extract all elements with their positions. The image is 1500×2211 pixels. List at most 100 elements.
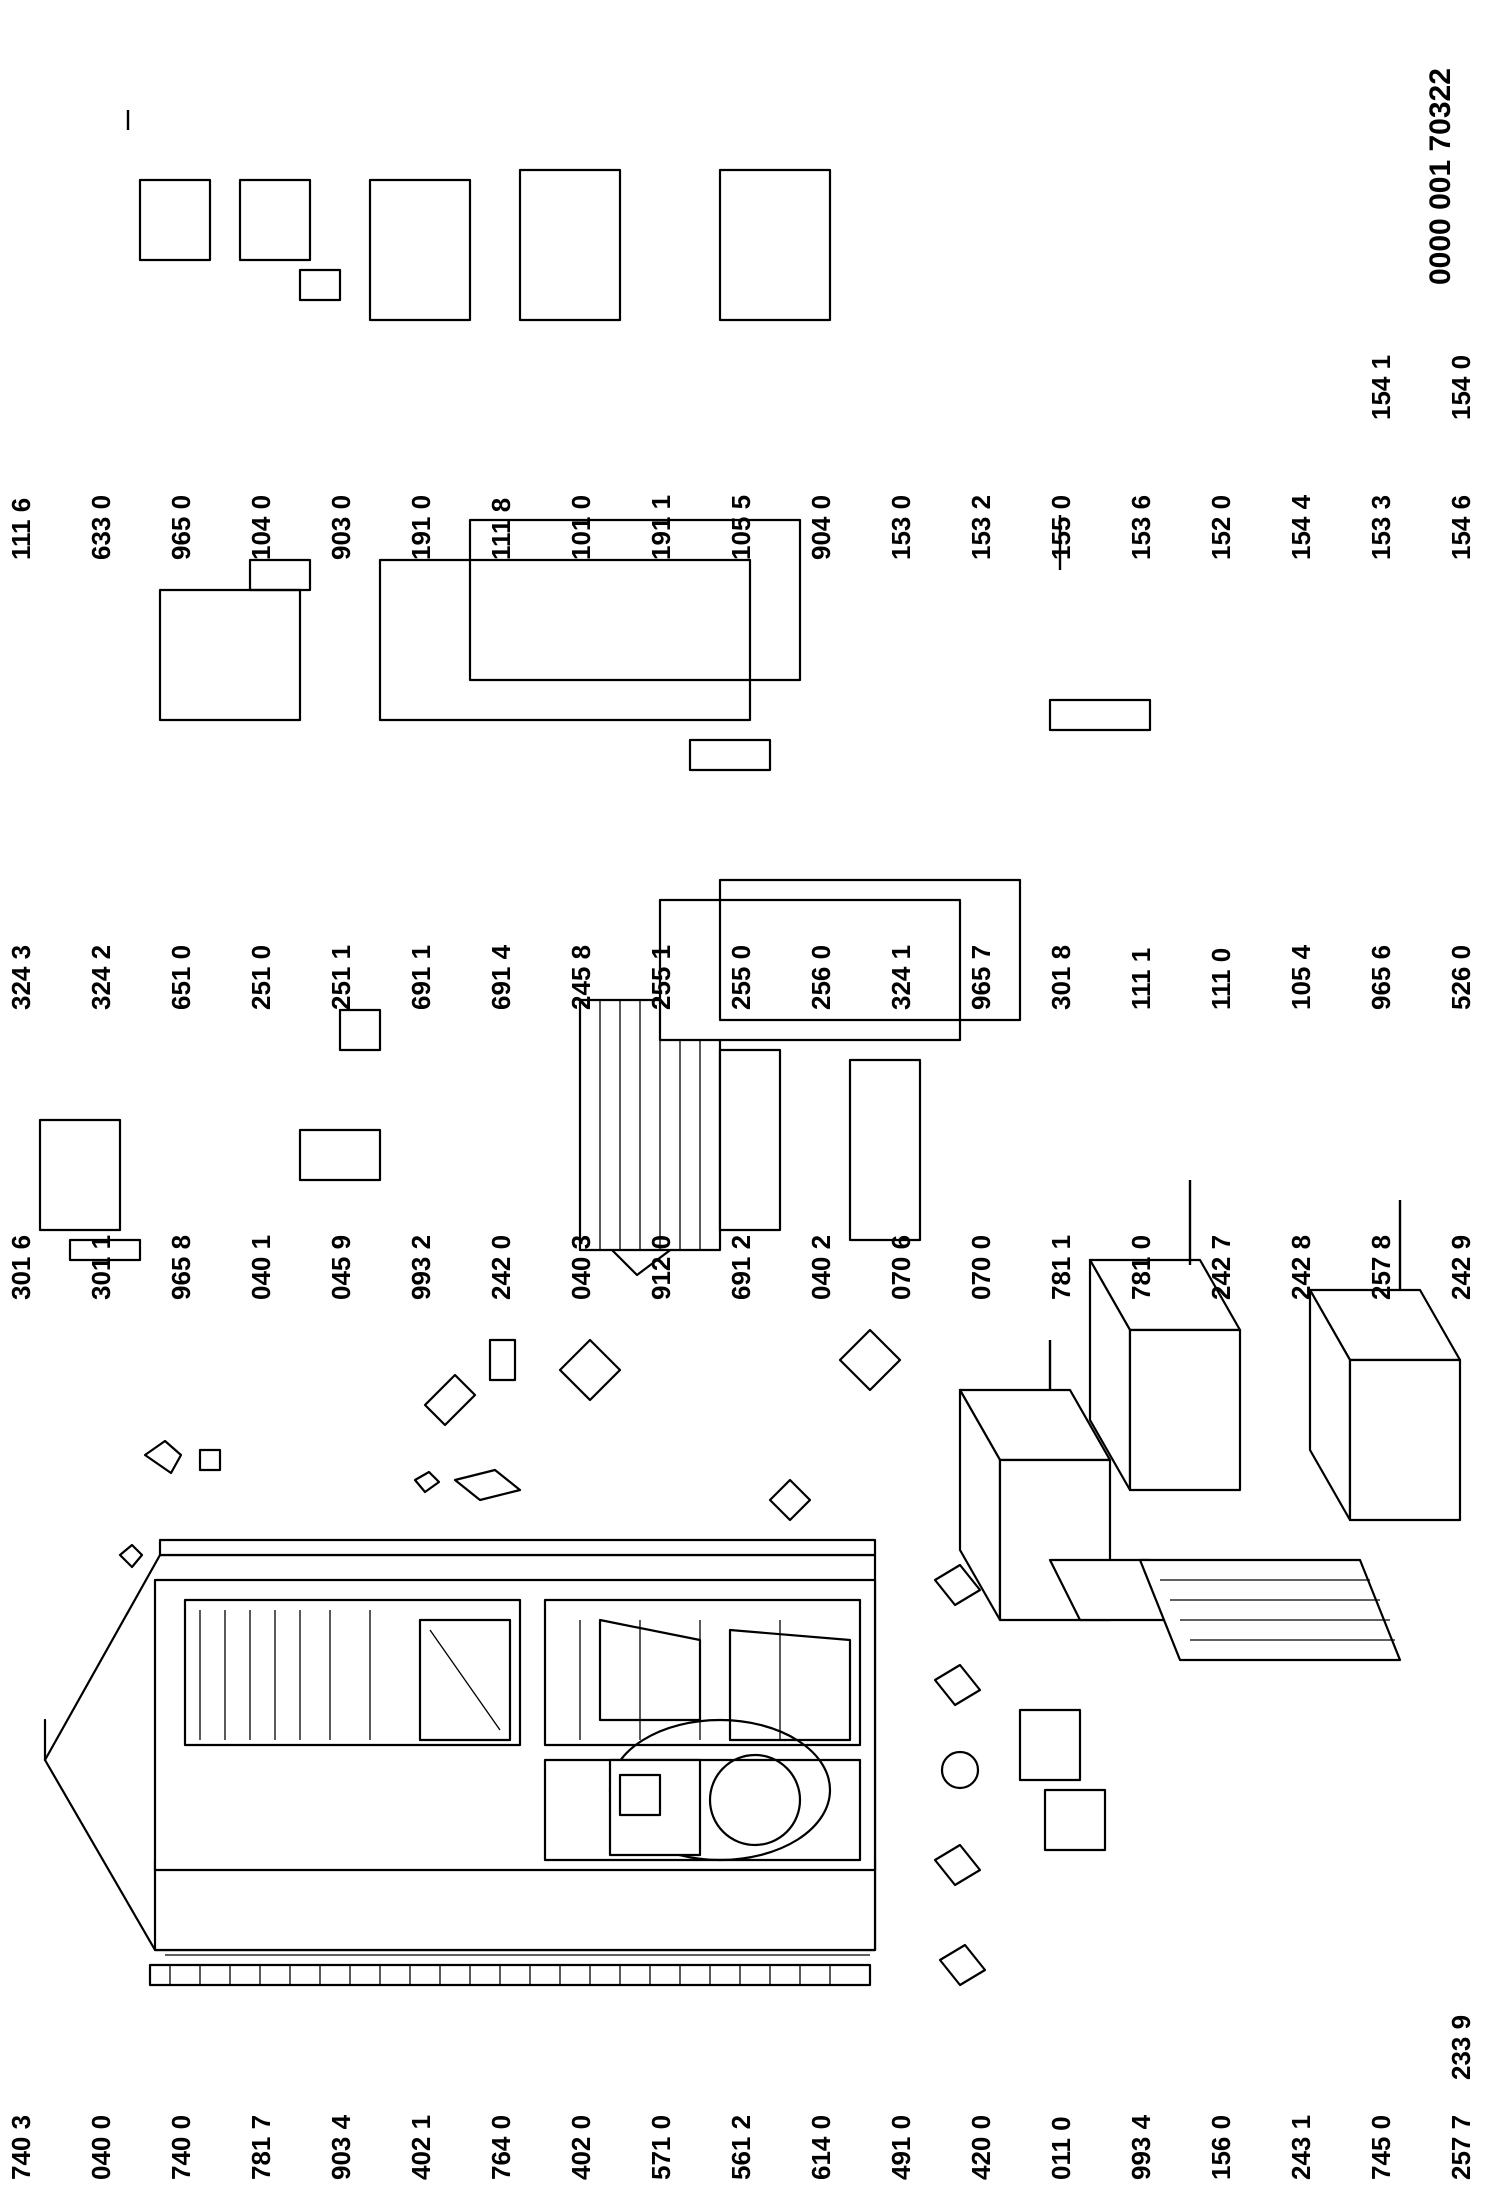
label-1530: 153 0 — [886, 495, 916, 560]
label-1055: 105 5 — [726, 495, 756, 560]
label-2550: 255 0 — [726, 945, 756, 1010]
label-6911: 691 1 — [406, 945, 436, 1010]
label-2577: 257 7 — [1446, 2115, 1476, 2180]
label-0403: 040 3 — [566, 1235, 596, 1300]
label-9656: 965 6 — [1366, 945, 1396, 1010]
accessory-parts-bottom — [933, 1563, 1107, 1987]
roller-icon — [838, 1328, 902, 1392]
label-2428: 242 8 — [1286, 1235, 1316, 1300]
label-1541: 154 1 — [1366, 355, 1396, 420]
leader-lines — [126, 110, 1402, 1390]
label-7450: 745 0 — [1366, 2115, 1396, 2180]
label-1911: 191 1 — [646, 495, 676, 560]
label-5710: 571 0 — [646, 2115, 676, 2180]
label-3243: 324 3 — [6, 945, 36, 1010]
hinge-icon — [143, 1439, 183, 1475]
label-9120: 912 0 — [646, 1235, 676, 1300]
label-4910: 491 0 — [886, 2115, 916, 2180]
label-1536: 153 6 — [1126, 495, 1156, 560]
label-1116: 111 6 — [6, 498, 36, 560]
document-number: 0000 001 70322 — [1424, 68, 1457, 285]
label-0401: 040 1 — [246, 1235, 276, 1300]
label-7811: 781 1 — [1046, 1235, 1076, 1300]
label-6330: 633 0 — [86, 495, 116, 560]
label-9934: 993 4 — [1126, 2114, 1156, 2180]
label-0700: 070 0 — [966, 1235, 996, 1300]
label-9657: 965 7 — [966, 945, 996, 1010]
label-9040: 904 0 — [806, 495, 836, 560]
label-1118: 111 8 — [486, 498, 516, 560]
bracket-right-icon — [768, 1478, 812, 1522]
label-0400: 040 0 — [86, 2115, 116, 2180]
label-5612: 561 2 — [726, 2115, 756, 2180]
door-bins — [138, 168, 832, 322]
label-7640: 764 0 — [486, 2115, 516, 2180]
label-6912: 691 2 — [726, 1235, 756, 1300]
label-5260: 526 0 — [1446, 945, 1476, 1010]
label-7817: 781 7 — [246, 2115, 276, 2180]
cabinet-body — [43, 1538, 877, 1987]
label-9658: 965 8 — [166, 1235, 196, 1300]
hinge-pin-icon — [453, 1468, 522, 1502]
component-icon-2 — [933, 1663, 982, 1707]
label-7810: 781 0 — [1126, 1235, 1156, 1300]
label-9932: 993 2 — [406, 1235, 436, 1300]
part-labels: 740 3 040 0 740 0 781 7 903 4 402 1 764 … — [6, 68, 1476, 2180]
label-1540: 154 0 — [1446, 355, 1476, 420]
label-0402: 040 2 — [806, 1235, 836, 1300]
cover-plate-icon — [558, 1338, 622, 1402]
label-0706: 070 6 — [886, 1235, 916, 1300]
label-1010: 101 0 — [566, 495, 596, 560]
egg-tray-icon — [1043, 1788, 1107, 1852]
label-9030: 903 0 — [326, 495, 356, 560]
label-2458: 245 8 — [566, 945, 596, 1010]
label-3011: 301 1 — [86, 1235, 116, 1300]
label-1550: 155 0 — [1046, 495, 1076, 560]
crisper-drawers — [958, 1258, 1462, 1662]
label-0459: 045 9 — [326, 1235, 356, 1300]
label-6140: 614 0 — [806, 2115, 836, 2180]
label-2511: 251 1 — [326, 945, 356, 1010]
label-9034: 903 4 — [326, 2114, 356, 2180]
label-3018: 301 8 — [1046, 945, 1076, 1010]
component-icon-1 — [933, 1563, 982, 1607]
label-1111: 111 1 — [1126, 948, 1156, 1010]
label-3016: 301 6 — [6, 1235, 36, 1300]
label-4021: 402 1 — [406, 2115, 436, 2180]
label-1054: 105 4 — [1286, 944, 1316, 1010]
label-9650: 965 0 — [166, 495, 196, 560]
label-1533: 153 3 — [1366, 495, 1396, 560]
label-2510: 251 0 — [246, 945, 276, 1010]
label-3242: 324 2 — [86, 945, 116, 1010]
label-1910: 191 0 — [406, 495, 436, 560]
label-7400: 740 0 — [166, 2115, 196, 2180]
label-4020: 402 0 — [566, 2115, 596, 2180]
label-2578: 257 8 — [1366, 1235, 1396, 1300]
lamp-cover-icon — [118, 1543, 144, 1569]
shelf-parts — [38, 998, 922, 1262]
label-2420: 242 0 — [486, 1235, 516, 1300]
label-2339: 233 9 — [1446, 2015, 1476, 2080]
label-4200: 420 0 — [966, 2115, 996, 2180]
component-icon-5 — [938, 1943, 987, 1987]
label-1544: 154 4 — [1286, 494, 1316, 560]
label-7403: 740 3 — [6, 2115, 36, 2180]
screw-icon — [413, 1470, 441, 1494]
label-6510: 651 0 — [166, 945, 196, 1010]
label-6914: 691 4 — [486, 944, 516, 1010]
label-0110: 011 0 — [1046, 2116, 1076, 2180]
component-icon-4 — [933, 1843, 982, 1887]
label-3241: 324 1 — [886, 945, 916, 1010]
label-1110: 111 0 — [1206, 948, 1236, 1010]
label-1520: 152 0 — [1206, 495, 1236, 560]
hinge-bracket-icon — [488, 1338, 517, 1382]
label-1040: 104 0 — [246, 495, 276, 560]
door-assemblies — [158, 518, 1152, 1042]
label-2431: 243 1 — [1286, 2115, 1316, 2180]
bracket-icon — [423, 1373, 477, 1427]
label-2427: 242 7 — [1206, 1235, 1236, 1300]
label-1532: 153 2 — [966, 495, 996, 560]
label-2551: 255 1 — [646, 945, 676, 1010]
